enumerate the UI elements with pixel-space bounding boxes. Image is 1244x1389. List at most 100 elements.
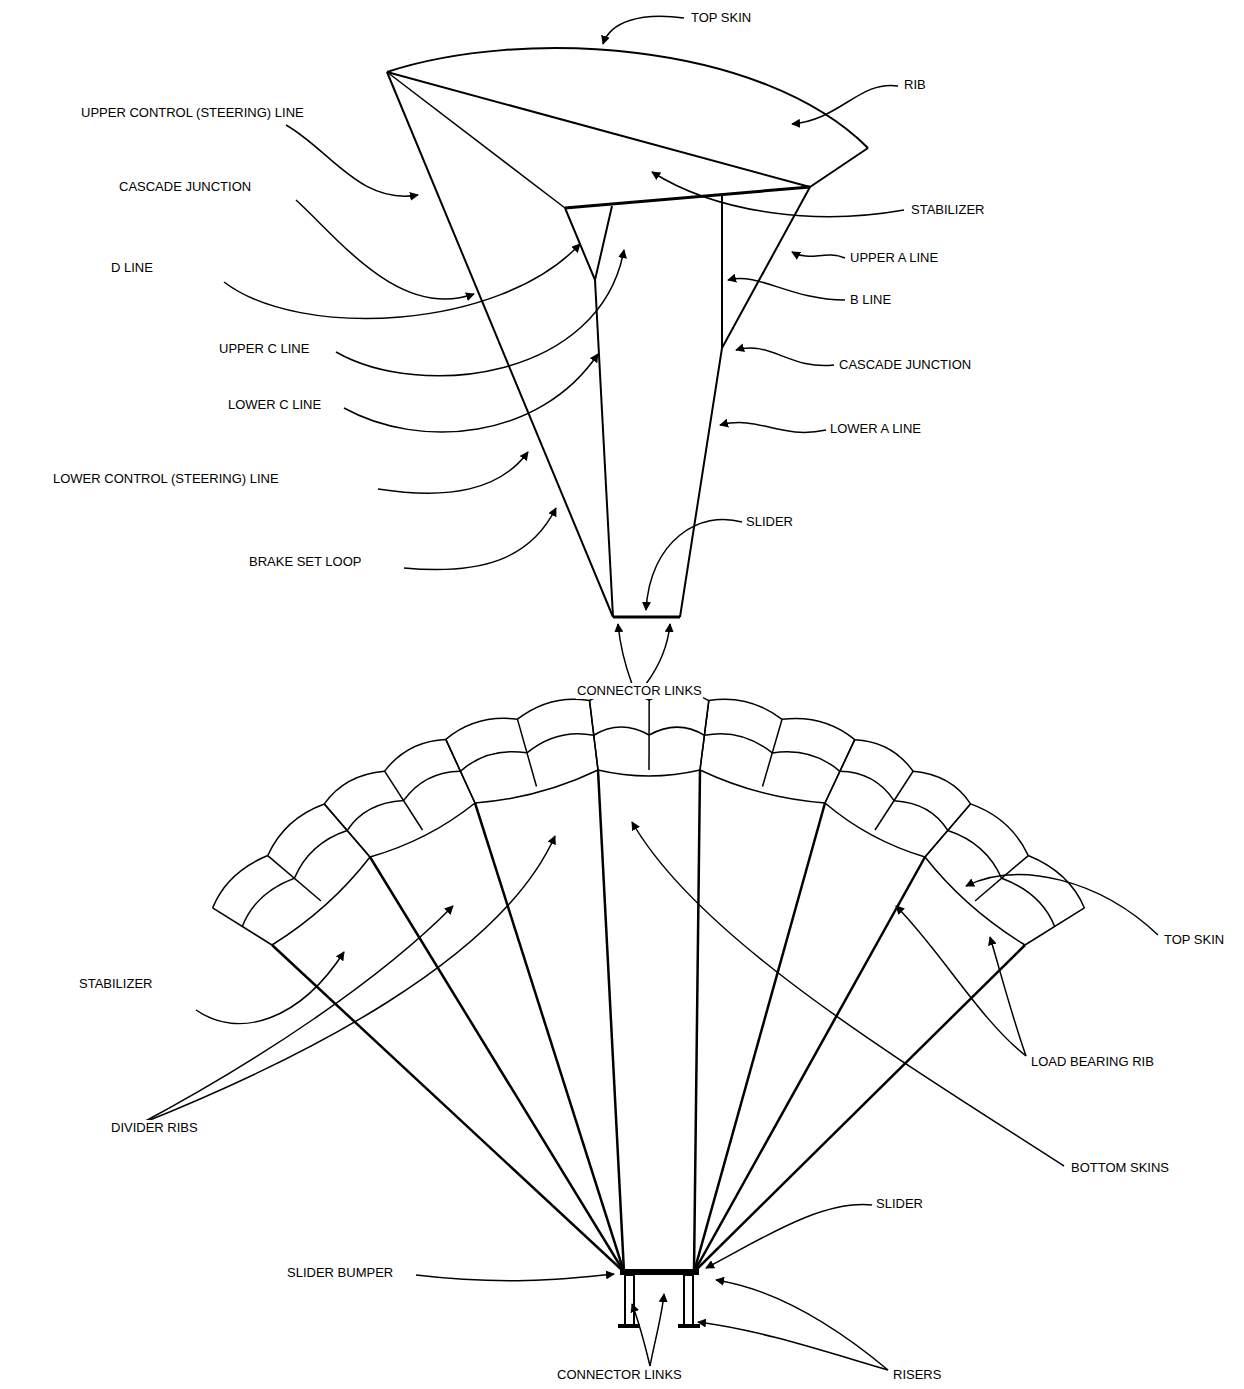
leader bbox=[736, 348, 834, 366]
leader bbox=[416, 1274, 614, 1281]
part-label: B LINE bbox=[849, 292, 892, 308]
stabilizer-edge bbox=[387, 72, 565, 208]
leader-lines bbox=[224, 16, 904, 684]
load-bearing-rib bbox=[825, 740, 855, 803]
part-label: STABILIZER bbox=[78, 976, 153, 992]
cell-nose bbox=[840, 771, 894, 800]
top-skin bbox=[782, 718, 855, 739]
part-label: STABILIZER bbox=[910, 202, 985, 218]
upper-c-lines bbox=[565, 206, 612, 280]
rib-edge bbox=[810, 148, 868, 187]
suspension-line bbox=[370, 857, 624, 1272]
a-line bbox=[680, 187, 810, 617]
part-label: SLIDER bbox=[745, 514, 794, 530]
part-label: LOWER A LINE bbox=[829, 421, 922, 437]
part-label: LOWER CONTROL (STEERING) LINE bbox=[52, 471, 280, 487]
suspension-line bbox=[475, 803, 624, 1272]
cell-nose bbox=[347, 801, 403, 831]
leader bbox=[603, 16, 684, 44]
part-label: UPPER CONTROL (STEERING) LINE bbox=[80, 105, 305, 121]
cell-nose bbox=[772, 752, 840, 772]
riser bbox=[625, 1275, 634, 1325]
part-label: TOP SKIN bbox=[1163, 932, 1225, 948]
leader bbox=[706, 1205, 872, 1268]
cell-nose bbox=[1002, 878, 1055, 926]
part-label: UPPER C LINE bbox=[218, 341, 310, 357]
part-label: CASCADE JUNCTION bbox=[838, 357, 972, 373]
cell-nose bbox=[460, 752, 527, 772]
leader bbox=[378, 452, 528, 493]
part-label: RIB bbox=[903, 77, 927, 93]
canopy-drawing bbox=[213, 692, 1085, 1272]
cell-drawing bbox=[387, 48, 868, 617]
top-skin bbox=[709, 699, 782, 719]
leader bbox=[646, 624, 670, 684]
leader bbox=[966, 875, 1158, 935]
cell-nose bbox=[242, 878, 294, 926]
load-bearing-rib bbox=[825, 740, 855, 803]
part-label: DIVIDER RIBS bbox=[110, 1120, 199, 1136]
leader bbox=[336, 250, 624, 376]
control-line bbox=[387, 72, 613, 617]
leader bbox=[286, 125, 418, 196]
cell-nose bbox=[527, 734, 594, 753]
part-label: D LINE bbox=[110, 260, 154, 276]
cell-nose bbox=[594, 727, 649, 735]
leader bbox=[650, 1294, 664, 1366]
cell-nose bbox=[704, 734, 772, 753]
leader bbox=[728, 279, 845, 300]
leader bbox=[344, 354, 598, 432]
cell-nose bbox=[948, 830, 1002, 878]
riser bbox=[684, 1275, 693, 1325]
suspension-line bbox=[598, 770, 624, 1272]
leader bbox=[646, 519, 742, 610]
top-skin bbox=[913, 771, 970, 804]
leader bbox=[224, 244, 580, 319]
leader bbox=[896, 906, 1026, 1056]
leader bbox=[792, 85, 898, 124]
part-label: BRAKE SET LOOP bbox=[248, 554, 362, 570]
top-skin bbox=[855, 740, 913, 772]
top-skin bbox=[324, 771, 384, 804]
part-label: CASCADE JUNCTION bbox=[118, 179, 252, 195]
suspension-line bbox=[694, 770, 700, 1272]
risers-and-slider bbox=[618, 1272, 700, 1326]
part-label: TOP SKIN bbox=[690, 10, 752, 26]
leader bbox=[140, 906, 453, 1124]
top-skin bbox=[268, 804, 325, 856]
part-label: BOTTOM SKINS bbox=[1070, 1160, 1170, 1176]
part-label: LOAD BEARING RIB bbox=[1030, 1054, 1155, 1070]
leader bbox=[632, 822, 1064, 1166]
bottom-skin bbox=[598, 770, 700, 776]
part-label: SLIDER BUMPER bbox=[286, 1265, 394, 1281]
load-bearing-rib bbox=[213, 908, 272, 945]
leader bbox=[720, 423, 826, 433]
top-skin bbox=[517, 699, 589, 719]
suspension-line bbox=[694, 857, 925, 1272]
cell-nose bbox=[404, 771, 461, 800]
top-skin bbox=[971, 804, 1029, 856]
rib-bottom bbox=[387, 72, 810, 187]
cell-nose bbox=[294, 830, 347, 878]
leader bbox=[404, 508, 556, 570]
load-bearing-rib bbox=[590, 701, 598, 770]
top-skin bbox=[213, 856, 268, 908]
leader bbox=[698, 1322, 888, 1370]
part-label: CONNECTOR LINKS bbox=[576, 683, 703, 699]
part-label: CONNECTOR LINKS bbox=[556, 1367, 683, 1383]
slider bbox=[613, 616, 680, 619]
top-skin bbox=[446, 718, 518, 739]
part-label: SLIDER bbox=[875, 1196, 924, 1212]
b-line bbox=[721, 196, 723, 348]
suspension-line bbox=[694, 803, 825, 1272]
leader bbox=[652, 172, 904, 217]
top-skin bbox=[1028, 856, 1084, 908]
part-label: RISERS bbox=[892, 1367, 942, 1383]
leader bbox=[990, 937, 1026, 1056]
cell-nose bbox=[894, 801, 948, 831]
leader bbox=[632, 1304, 650, 1366]
leader bbox=[296, 200, 474, 299]
part-label: LOWER C LINE bbox=[227, 397, 322, 413]
top-skin bbox=[387, 48, 868, 148]
